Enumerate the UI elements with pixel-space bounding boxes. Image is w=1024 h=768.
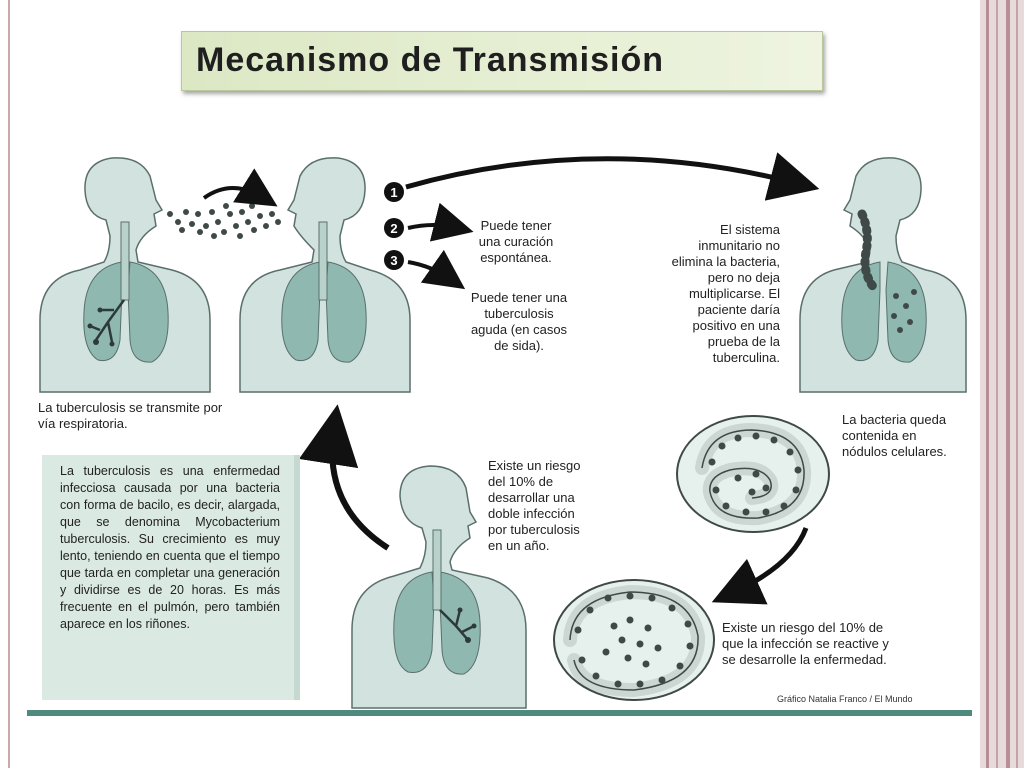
arrow-nodule-to-reactivation [711, 527, 809, 605]
svg-text:2: 2 [390, 221, 397, 236]
graphic-credit: Gráfico Natalia Franco / El Mundo [777, 694, 913, 704]
arrow-return-cycle [298, 404, 390, 551]
disease-info-box: La tuberculosis es una enfermedad infecc… [42, 455, 300, 700]
step-3-caption: Puede tener una tuberculosis aguda (en c… [470, 290, 568, 353]
cell-nodule-bottom [553, 579, 715, 701]
title-banner: Mecanismo de Transmisión [181, 31, 823, 91]
arrow-step-1 [405, 152, 820, 201]
slide-right-border [980, 0, 1024, 768]
slide-left-border [0, 0, 10, 768]
person-exposed-figure [239, 157, 411, 393]
svg-text:1: 1 [390, 185, 397, 200]
nodules-caption: La bacteria queda contenida en nódulos c… [842, 412, 947, 459]
arrow-transmission [202, 168, 278, 207]
svg-text:3: 3 [390, 253, 397, 268]
step-1-marker: 1 [384, 182, 404, 202]
page-title: Mecanismo de Transmisión [196, 41, 665, 79]
step-2-marker: 2 [384, 218, 404, 238]
bottom-rule [27, 710, 972, 716]
double-infection-caption: Existe un riesgo del 10% de desarrollar … [488, 458, 581, 553]
arrow-step-2 [407, 202, 474, 242]
reactivation-caption: Existe un riesgo del 10% de que la infec… [722, 620, 889, 667]
immune-system-caption: El sistema inmunitario no elimina la bac… [671, 222, 780, 365]
droplets-aerosol [167, 203, 281, 239]
arrow-step-3 [407, 249, 466, 290]
cell-nodule-top [676, 415, 830, 533]
transmission-caption: La tuberculosis se transmite por vía res… [38, 400, 223, 431]
person-contained-figure [799, 157, 967, 393]
person-infected-figure [39, 157, 211, 393]
step-2-caption: Puede tener una curación espontánea. [478, 218, 554, 265]
person-reinfected-figure [351, 465, 527, 709]
step-3-marker: 3 [384, 250, 404, 270]
